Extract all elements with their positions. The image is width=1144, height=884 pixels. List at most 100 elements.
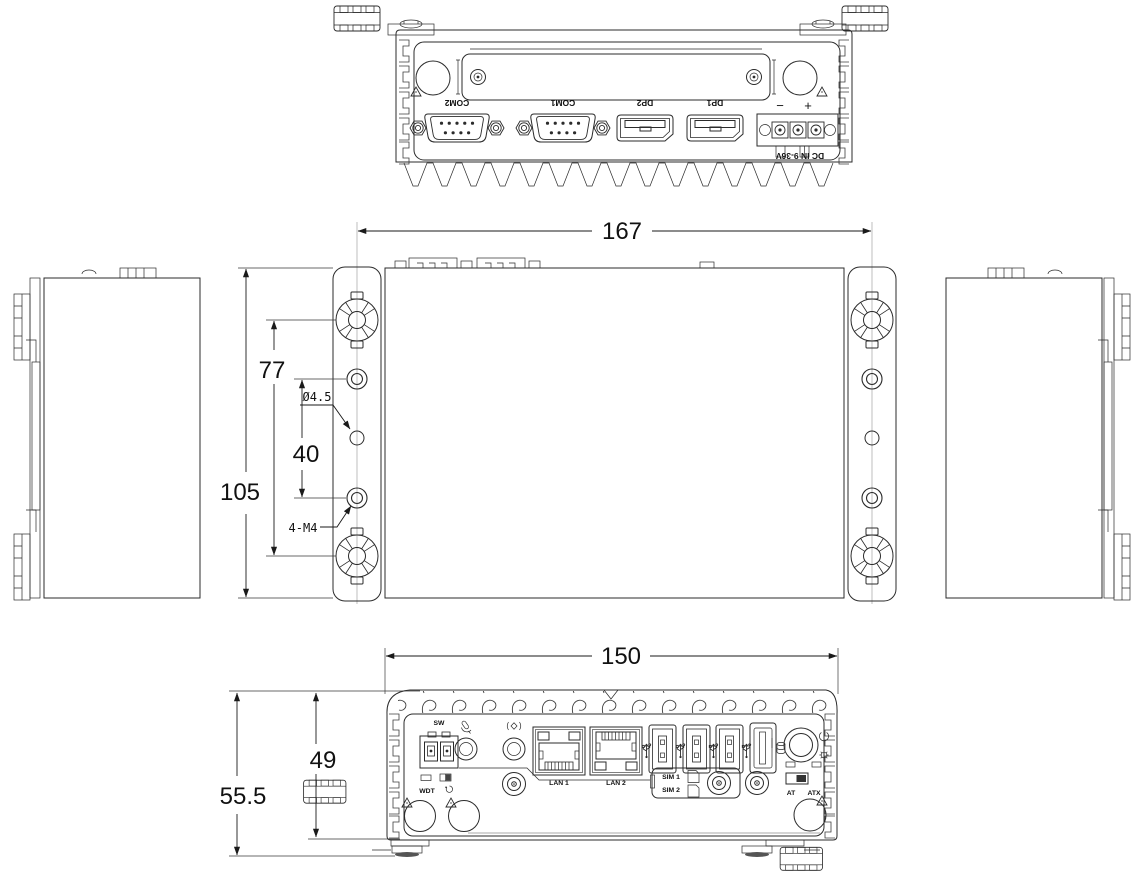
dim-105-text: 105 — [220, 479, 260, 506]
dc-minus-label: − — [776, 98, 784, 113]
cover-screw — [746, 69, 762, 85]
mount-bracket-right — [847, 266, 897, 602]
dim-77-text: 77 — [259, 357, 286, 384]
cover-screw — [470, 69, 486, 85]
mic-jack — [454, 737, 478, 761]
com2-port — [424, 113, 490, 143]
dim-150-text: 150 — [601, 643, 641, 670]
bracket-screw-tab — [387, 19, 435, 36]
dim-167: 167 — [357, 218, 872, 245]
line-out-jack-inner — [507, 742, 521, 756]
at-label: AT — [787, 790, 796, 797]
side-top-tab — [81, 267, 157, 279]
side-body — [945, 277, 1103, 599]
power-icon — [819, 730, 829, 742]
antenna-triangle-icon — [816, 795, 828, 806]
bracket-centerlines — [356, 222, 873, 604]
dp2-port — [616, 114, 674, 142]
antenna-connector — [707, 771, 731, 795]
com1-port — [530, 113, 596, 143]
expansion-slot-cover — [456, 48, 776, 101]
atx-label: ATX — [807, 790, 821, 797]
sw-label: SW — [434, 720, 446, 727]
screw-nut — [515, 120, 533, 136]
remote-switch-terminal — [419, 731, 459, 769]
dp1-port — [686, 114, 744, 142]
callout-mount-holes: 4-M4 — [289, 505, 352, 535]
reset-icon — [445, 785, 453, 793]
line-out-icon — [506, 721, 522, 731]
dim-49-text: 49 — [310, 747, 337, 774]
front-top-fins — [398, 691, 834, 713]
antenna-hole — [793, 798, 827, 832]
antenna-triangle-icon — [445, 797, 457, 808]
side-bracket — [13, 277, 41, 601]
vertical-slot-port — [749, 722, 777, 774]
dim-40: 40 — [293, 378, 346, 499]
mic-icon — [461, 720, 472, 734]
lan2-port — [589, 726, 643, 776]
mount-foot-block — [841, 5, 889, 32]
dp1-label: DP1 — [706, 98, 723, 108]
rear-face-plate — [413, 41, 841, 161]
rubber-foot-base — [395, 852, 419, 857]
mount-holes-text: 4-M4 — [289, 521, 318, 535]
dc-input-terminal: − + DC IN 9-36V — [756, 98, 839, 161]
switch-knob — [796, 775, 806, 782]
power-button-inner — [789, 733, 813, 757]
callout-hole-dia: Ø4.5 — [300, 390, 351, 430]
foot-assembly-right — [741, 839, 823, 871]
antenna-hole — [782, 60, 818, 96]
screw-nut — [487, 120, 505, 136]
hole-dia-text: Ø4.5 — [303, 390, 332, 404]
antenna-triangle-icon — [816, 86, 828, 97]
rear-view: COM2 COM1 DP2 DP1 − + DC IN 9-36V — [333, 5, 889, 187]
dim-55-5-text: 55.5 — [220, 783, 267, 810]
dim-40-text: 40 — [293, 441, 320, 468]
top-view: 167 105 77 40 — [220, 218, 897, 604]
com2-label: COM2 — [444, 98, 469, 108]
antenna-connector — [502, 772, 526, 796]
bracket-screw-tab — [799, 19, 847, 36]
usb-port — [648, 724, 677, 774]
antenna-connector — [745, 771, 769, 795]
dp2-label: DP2 — [636, 98, 653, 108]
screw-nut — [409, 120, 427, 136]
usb-port — [682, 724, 711, 774]
com1-label: COM1 — [550, 98, 575, 108]
at-atx-switch — [785, 772, 809, 785]
power-button — [783, 727, 819, 763]
top-edge-bumps — [394, 257, 715, 269]
side-body — [43, 277, 201, 599]
dim-77: 77 — [259, 319, 336, 557]
sim2-label: SIM 2 — [662, 787, 680, 794]
screw-nut — [593, 120, 611, 136]
front-view: 150 SW WDT LAN 1 LAN 2 — [220, 643, 839, 871]
heatsink-body — [384, 267, 845, 599]
dim-167-text: 167 — [602, 218, 642, 245]
mount-foot-block — [779, 846, 823, 871]
dim-105: 105 — [220, 267, 333, 599]
gear-icon — [819, 750, 829, 760]
wdt-label: WDT — [419, 788, 435, 795]
side-view-right — [945, 267, 1131, 601]
front-top-notch — [603, 689, 619, 700]
dc-in-label: DC IN 9-36V — [776, 151, 825, 161]
pilot-hole — [349, 430, 365, 446]
mount-bracket-left — [332, 266, 382, 602]
rear-body-outline — [395, 29, 853, 163]
pilot-hole — [864, 430, 880, 446]
antenna-hole — [404, 800, 436, 832]
lan2-label: LAN 2 — [606, 780, 626, 787]
antenna-hole — [448, 800, 480, 832]
wdt-leds — [420, 773, 452, 782]
dim-150: 150 — [384, 643, 839, 694]
mount-foot-block — [303, 779, 347, 804]
lan1-port — [532, 726, 586, 776]
mount-foot-block — [333, 5, 381, 32]
lan1-label: LAN 1 — [549, 780, 569, 787]
line-out-jack — [502, 737, 526, 761]
side-bracket — [1098, 277, 1131, 601]
